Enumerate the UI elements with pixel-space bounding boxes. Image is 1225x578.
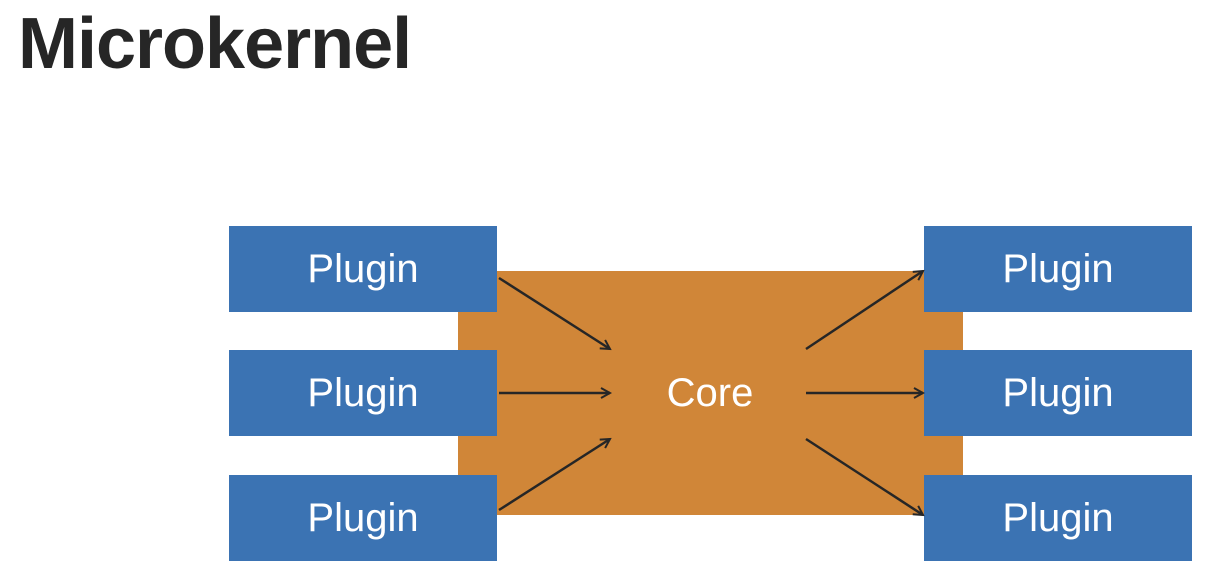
left-plugin-1: Plugin [229,226,497,312]
core-label: Core [666,370,754,415]
right-plugin-2: Plugin [924,350,1192,436]
left-plugin-3: Plugin [229,475,497,561]
left-plugin-2: Plugin [229,350,497,436]
slide-title: Microkernel [18,4,412,84]
right-plugin-3: Plugin [924,475,1192,561]
right-plugin-1: Plugin [924,226,1192,312]
